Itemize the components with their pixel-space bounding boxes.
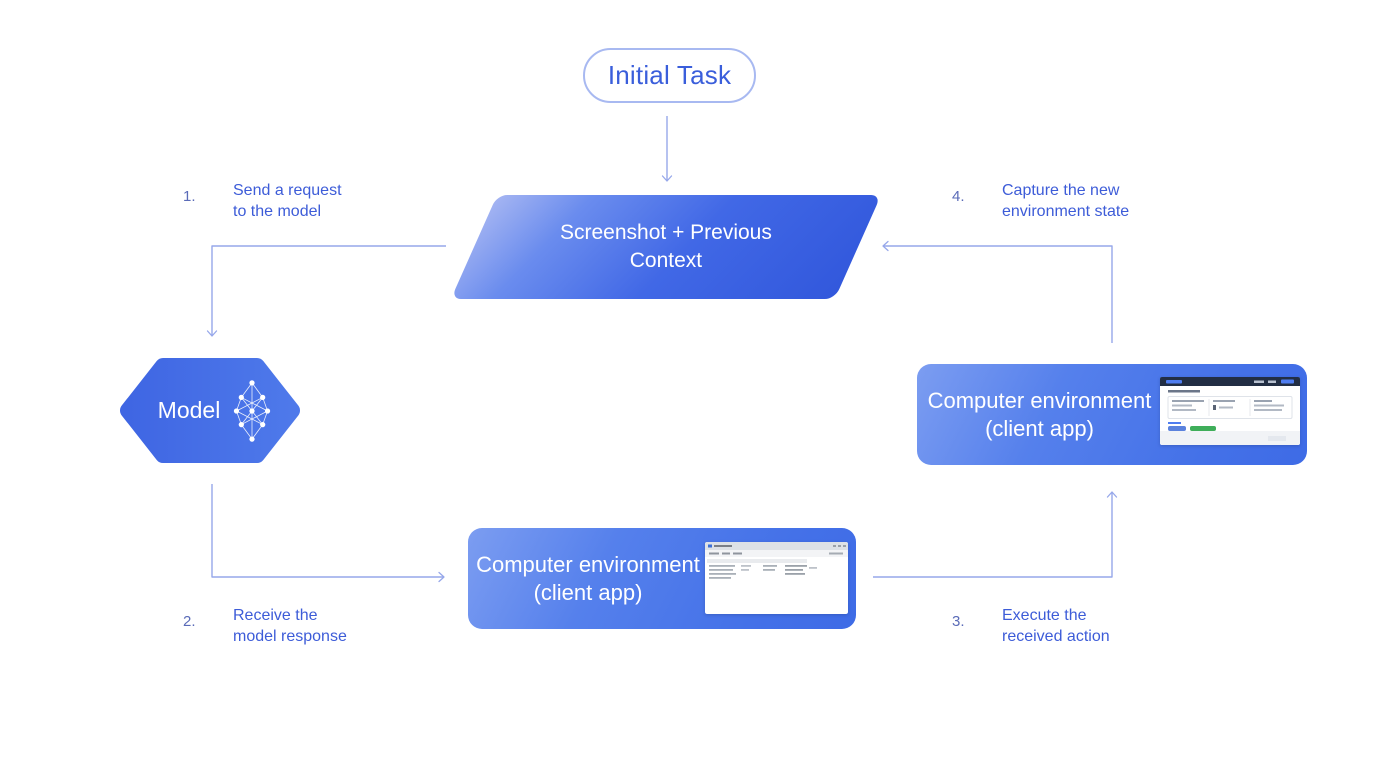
step-2-line2: model response [233, 628, 347, 645]
computer-environment-right-label: Computer environment (client app) [917, 364, 1162, 465]
screenshot-context-line1: Screenshot + Previous [560, 221, 772, 244]
neural-network-icon [234, 379, 271, 442]
computer-environment-bottom-node: Computer environment (client app) [468, 528, 856, 629]
arrow-env-to-env [873, 491, 1118, 578]
step-1-label: Send a request to the model [233, 180, 342, 222]
computer-environment-right-node: Computer environment (client app) [917, 364, 1307, 465]
initial-task-label: Initial Task [607, 60, 732, 90]
step-2-label: Receive the model response [233, 605, 347, 647]
step-3-number: 3. [952, 613, 965, 630]
step-4-annotation: 4. Capture the new environment state [952, 180, 1129, 222]
model-label: Model [157, 397, 221, 423]
step-3-annotation: 3. Execute the received action [952, 605, 1110, 647]
step-4-label: Capture the new environment state [1002, 180, 1129, 222]
step-3-line2: received action [1002, 628, 1110, 645]
step-2-annotation: 2. Receive the model response [183, 605, 347, 647]
step-1-line2: to the model [233, 203, 322, 220]
web-app-thumbnail [1160, 377, 1300, 445]
arrow-env-to-context [882, 240, 1113, 343]
desktop-app-thumbnail [705, 542, 848, 614]
screenshot-context-node: Screenshot + Previous Context [450, 195, 882, 299]
step-3-label: Execute the received action [1002, 605, 1110, 647]
step-2-line1: Receive the [233, 607, 318, 624]
step-1-number: 1. [183, 188, 196, 205]
model-node: Model [118, 357, 302, 464]
step-1-line1: Send a request [233, 182, 342, 199]
step-2-number: 2. [183, 613, 196, 630]
env-bottom-line2: (client app) [533, 579, 643, 605]
arrow-model-to-env [211, 484, 445, 583]
step-4-number: 4. [952, 188, 965, 205]
step-1-annotation: 1. Send a request to the model [183, 180, 342, 222]
screenshot-context-label: Screenshot + Previous Context [560, 219, 772, 275]
hexagon-shape [120, 358, 300, 463]
initial-task-node: Initial Task [583, 48, 756, 103]
step-4-line2: environment state [1002, 203, 1130, 220]
env-bottom-line1: Computer environment [476, 551, 700, 577]
step-3-line1: Execute the [1002, 607, 1087, 624]
step-4-line1: Capture the new [1002, 182, 1120, 199]
model-content: Model [118, 357, 302, 464]
env-right-line2: (client app) [985, 415, 1094, 441]
env-right-line1: Computer environment [927, 387, 1152, 413]
computer-environment-bottom-label: Computer environment (client app) [468, 528, 708, 629]
arrow-context-to-model [206, 245, 446, 337]
screenshot-context-line2: Context [629, 249, 703, 272]
